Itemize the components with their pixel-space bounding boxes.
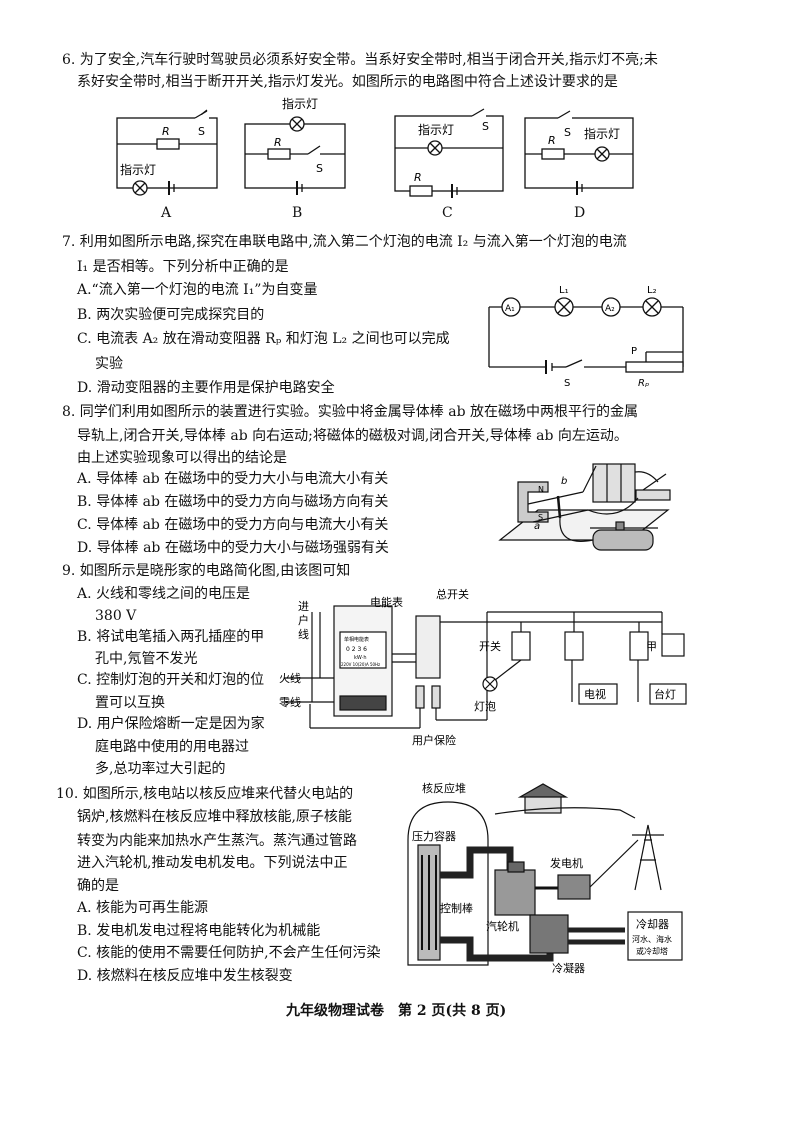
q10-generator-label: 发电机 <box>550 856 583 870</box>
q6b-r: R <box>274 136 282 149</box>
q6c-s: S <box>482 120 489 133</box>
q9-stem: 9. 如图所示是晓彤家的电路简化图,由该图可知 <box>62 563 351 579</box>
q8-stem-line3: 由上述实验现象可以得出的结论是 <box>77 450 287 466</box>
q6b-lamp: 指示灯 <box>282 96 318 111</box>
q10-stem-line3: 转变为内能来加热水产生蒸汽。蒸汽通过管路 <box>77 833 357 849</box>
q6a-lamp: 指示灯 <box>120 162 156 177</box>
q10-option-b: B. 发电机发电过程将电能转化为机械能 <box>77 923 321 939</box>
q7-ammeter-2: A₂ <box>605 304 615 314</box>
q9-option-d-cont2: 多,总功率过大引起的 <box>95 761 226 777</box>
q6-option-b: B <box>292 205 303 221</box>
q8-option-c: C. 导体棒 ab 在磁场中的受力方向与电流大小有关 <box>77 517 389 533</box>
q7-option-c: C. 电流表 A₂ 放在滑动变阻器 Rₚ 和灯泡 L₂ 之间也可以完成 <box>77 331 450 347</box>
q9-tv-label: 电视 <box>584 687 606 701</box>
q9-desk-lamp-label: 台灯 <box>654 687 676 701</box>
q6a-r: R <box>162 125 170 138</box>
q10-option-c: C. 核能的使用不需要任何防护,不会产生任何污染 <box>77 945 381 961</box>
q6-stem-line1: 6. 为了安全,汽车行驶时驾驶员必须系好安全带。当系好安全带时,相当于闭合开关,… <box>62 52 658 68</box>
q10-turbine-label: 汽轮机 <box>486 919 519 933</box>
q7-option-b: B. 两次实验便可完成探究目的 <box>77 307 265 323</box>
q9-household-circuit-figure: 进 户 线 电能表 总开关 火线 零线 开关 灯泡 电视 台灯 甲 用户保险 单… <box>279 587 687 747</box>
q7-ammeter-1: A₁ <box>505 304 515 314</box>
q9-meter-unit: kW·h <box>354 655 367 661</box>
q6a-s: S <box>198 125 205 138</box>
q8-option-b: B. 导体棒 ab 在磁场中的受力方向与磁场方向有关 <box>77 494 389 510</box>
q9-option-a: A. 火线和零线之间的电压是 <box>77 586 251 602</box>
q6-circuit-d: S R 指示灯 <box>524 110 634 195</box>
q9-neutral-label: 零线 <box>279 695 301 709</box>
q7-circuit-figure: A₁ A₂ L₁ L₂ P S Rₚ <box>488 285 684 389</box>
q10-stem-line4: 进入汽轮机,推动发电机发电。下列说法中正 <box>77 855 348 871</box>
q10-stem-line2: 锅炉,核燃料在核反应堆中释放核能,原子核能 <box>77 809 352 825</box>
q8-option-d: D. 导体棒 ab 在磁场中的受力大小与磁场强弱有关 <box>77 540 389 556</box>
q9-switch-label: 开关 <box>479 639 501 653</box>
q10-option-d: D. 核燃料在核反应堆中发生核裂变 <box>77 968 293 984</box>
q9-inlet-1: 进 <box>298 600 309 613</box>
q10-reactor-label: 核反应堆 <box>422 781 466 795</box>
q6-circuit-b: 指示灯 R S <box>244 96 346 195</box>
q9-option-c-cont: 置可以互换 <box>95 695 165 711</box>
q8-pole-s: S <box>538 513 543 522</box>
q6c-lamp: 指示灯 <box>418 122 454 137</box>
q6-option-c: C <box>442 205 453 221</box>
q6-circuit-a: R S 指示灯 <box>116 109 218 196</box>
q10-nuclear-plant-figure: 核反应堆 压力容器 控制棒 汽轮机 发电机 冷凝器 冷却器 河水、海水 或冷却塔 <box>407 781 683 975</box>
q7-lamp-1: L₁ <box>559 285 569 296</box>
q7-lamp-2: L₂ <box>647 285 657 296</box>
q10-cooler-label: 冷却器 <box>636 918 669 931</box>
q9-live-label: 火线 <box>279 671 301 685</box>
q8-label-b: b <box>561 476 567 487</box>
q9-meter-label: 电能表 <box>370 595 403 609</box>
q9-option-b-cont: 孔中,氖管不发光 <box>95 651 198 667</box>
q7-stem-line2: I₁ 是否相等。下列分析中正确的是 <box>77 259 289 275</box>
q9-main-switch-label: 总开关 <box>436 587 469 601</box>
q9-fuse-label: 用户保险 <box>412 733 456 747</box>
q10-stem-line1: 10. 如图所示,核电站以核反应堆来代替火电站的 <box>56 786 354 802</box>
q7-rheostat: Rₚ <box>638 378 649 389</box>
q6-option-a: A <box>161 205 172 221</box>
q6-stem-line2: 系好安全带时,相当于断开开关,指示灯发光。如图所示的电路图中符合上述设计要求的是 <box>77 74 618 90</box>
q7-option-c-cont: 实验 <box>95 356 123 372</box>
q6c-r: R <box>414 171 422 184</box>
page-footer: 九年级物理试卷 第 2 页(共 8 页) <box>286 1003 507 1019</box>
q6d-lamp: 指示灯 <box>584 126 620 141</box>
q9-inlet-2: 户 <box>298 613 309 627</box>
q9-lamp-label: 灯泡 <box>474 699 496 713</box>
q7-switch-s: S <box>564 378 570 389</box>
q8-apparatus-figure: b a N S <box>498 463 671 551</box>
q7-option-a: A.“流入第一个灯泡的电流 I₁”为自变量 <box>77 282 318 298</box>
q9-meter-spec: 220V 10(20)A 50Hz <box>341 662 380 667</box>
q6-circuit-c: 指示灯 S R <box>394 108 504 198</box>
q6b-s: S <box>316 162 323 175</box>
q6d-s: S <box>564 126 571 139</box>
q10-condenser-label: 冷凝器 <box>552 961 585 975</box>
q10-cooler-note-1: 河水、海水 <box>632 934 672 944</box>
q9-option-c: C. 控制灯泡的开关和灯泡的位 <box>77 672 265 688</box>
q9-option-d-cont1: 庭电路中使用的用电器过 <box>95 739 249 755</box>
q6-option-d: D <box>574 205 586 221</box>
q9-meter-digits: 0 2 3 6 <box>346 646 367 653</box>
q10-pressure-label: 压力容器 <box>412 829 456 843</box>
q7-option-d: D. 滑动变阻器的主要作用是保护电路安全 <box>77 380 335 396</box>
q9-jia-label: 甲 <box>646 640 657 653</box>
q7-stem-line1: 7. 利用如图所示电路,探究在串联电路中,流入第二个灯泡的电流 I₂ 与流入第一… <box>62 234 627 250</box>
q9-inlet-3: 线 <box>298 627 309 641</box>
q8-option-a: A. 导体棒 ab 在磁场中的受力大小与电流大小有关 <box>77 471 389 487</box>
q6d-r: R <box>548 134 556 147</box>
q9-option-d: D. 用户保险熔断一定是因为家 <box>77 716 265 732</box>
q9-option-a-cont: 380 V <box>95 608 137 624</box>
q10-rods-label: 控制棒 <box>440 901 473 915</box>
q8-pole-n: N <box>538 485 544 494</box>
q7-slider-p: P <box>631 346 637 357</box>
q10-stem-line5: 确的是 <box>77 878 119 894</box>
q9-option-b: B. 将试电笔插入两孔插座的甲 <box>77 629 265 645</box>
q10-option-a: A. 核能为可再生能源 <box>77 900 209 916</box>
q10-cooler-note-2: 或冷却塔 <box>636 946 668 956</box>
q9-meter-title: 单相电能表 <box>344 636 369 643</box>
q8-stem-line2: 导轨上,闭合开关,导体棒 ab 向右运动;将磁体的磁极对调,闭合开关,导体棒 a… <box>77 428 628 444</box>
q8-stem-line1: 8. 同学们利用如图所示的装置进行实验。实验中将金属导体棒 ab 放在磁场中两根… <box>62 404 639 420</box>
q8-label-a: a <box>534 521 540 532</box>
